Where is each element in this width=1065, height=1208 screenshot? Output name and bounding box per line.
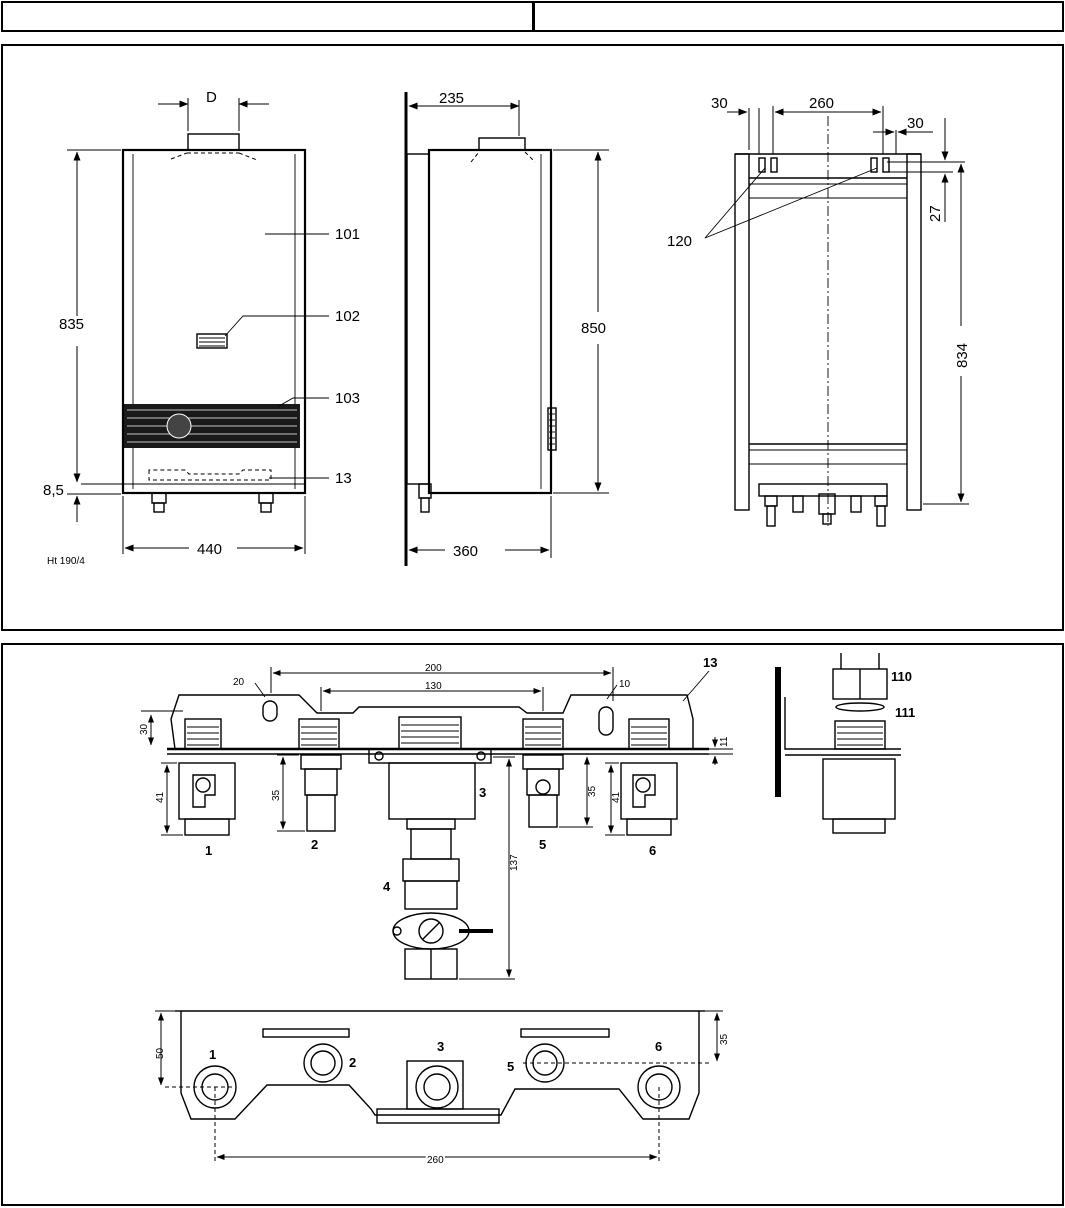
dim-200: 200 — [425, 663, 442, 674]
appliance-views-drawing: D 835 8,5 — [43, 89, 971, 567]
item-6: 6 — [649, 843, 656, 858]
plan-item-5: 5 — [507, 1059, 514, 1074]
callout-111: 111 — [895, 705, 915, 720]
dim-130: 130 — [425, 681, 442, 692]
dim-20: 20 — [233, 677, 245, 688]
flue-outlet-side — [478, 137, 526, 151]
dim-41-left: 41 — [155, 791, 166, 803]
item-5: 5 — [539, 837, 546, 852]
dim-50: 50 — [155, 1047, 166, 1059]
label-d: D — [206, 89, 217, 106]
dim-260-plan: 260 — [427, 1155, 444, 1166]
back-view: 30 260 30 27 834 120 — [667, 95, 971, 527]
valve-6 — [620, 762, 678, 820]
fitting-2 — [306, 794, 336, 832]
drawing-reference: Ht 190/4 — [47, 556, 85, 567]
item-2: 2 — [311, 837, 318, 852]
item-1: 1 — [205, 843, 212, 858]
fitting-5 — [528, 794, 558, 828]
gas-cock-4 — [404, 880, 458, 910]
appliance-views-panel: D 835 8,5 — [1, 44, 1064, 631]
dim-260: 260 — [809, 95, 834, 112]
dim-height-side: 850 — [581, 320, 606, 337]
connection-detail-drawing: 200 130 20 10 13 30 11 41 35 — [139, 653, 915, 1168]
dim-35-right: 35 — [587, 785, 598, 797]
plan-item-2: 2 — [349, 1055, 356, 1070]
dim-11: 11 — [719, 736, 730, 747]
dim-27: 27 — [927, 205, 944, 222]
plan-item-6: 6 — [655, 1039, 662, 1054]
dim-right-30: 30 — [907, 115, 924, 132]
connection-strip-elevation: 200 130 20 10 13 30 11 41 35 — [139, 655, 733, 980]
wall-section-detail: 110 111 — [775, 653, 915, 834]
gas-valve-3 — [388, 762, 476, 820]
callout-102: 102 — [335, 308, 360, 325]
mounting-bracket-13 — [170, 694, 694, 750]
dim-left-30: 30 — [711, 95, 728, 112]
wall-section — [775, 667, 781, 797]
plan-item-3: 3 — [437, 1039, 444, 1054]
frame-left-rail — [734, 153, 750, 511]
callout-103: 103 — [335, 390, 360, 407]
mounting-frame-side — [406, 153, 430, 485]
dim-10: 10 — [619, 679, 631, 690]
callout-120: 120 — [667, 233, 692, 250]
front-view: D 835 8,5 — [43, 89, 360, 567]
callout-13: 13 — [335, 470, 352, 487]
callout-13-detail: 13 — [703, 655, 717, 670]
side-view: 235 850 360 — [404, 90, 609, 566]
dim-width-front: 440 — [197, 541, 222, 558]
callout-101: 101 — [335, 226, 360, 243]
dim-height-front: 835 — [59, 316, 84, 333]
dim-height-back: 834 — [954, 343, 971, 368]
dim-bottom-offset: 8,5 — [43, 482, 64, 499]
bracket-plan-view: 50 35 260 1 2 3 5 6 — [155, 1010, 730, 1168]
viewing-window — [196, 333, 228, 349]
callout-110: 110 — [891, 669, 912, 684]
dim-41-right: 41 — [611, 791, 622, 803]
bracket-plan-outline — [180, 1011, 700, 1120]
dim-depth-side: 360 — [453, 543, 478, 560]
dim-137: 137 — [509, 854, 520, 871]
bracket-dashed — [148, 469, 272, 481]
connection-detail-panel: 200 130 20 10 13 30 11 41 35 — [1, 643, 1064, 1206]
flue-outlet — [187, 133, 240, 151]
plan-item-1: 1 — [209, 1047, 216, 1062]
header-cell-left — [1, 1, 534, 32]
header-cell-right — [533, 1, 1064, 32]
washer-111 — [835, 702, 885, 712]
item-4: 4 — [383, 879, 391, 894]
dim-35-plan: 35 — [719, 1033, 730, 1045]
side-casing — [427, 148, 553, 495]
item-3: 3 — [479, 785, 486, 800]
dim-top-offset: 235 — [439, 90, 464, 107]
frame-right-rail — [906, 153, 922, 511]
dim-30: 30 — [139, 723, 150, 735]
dim-35-left: 35 — [271, 789, 282, 801]
